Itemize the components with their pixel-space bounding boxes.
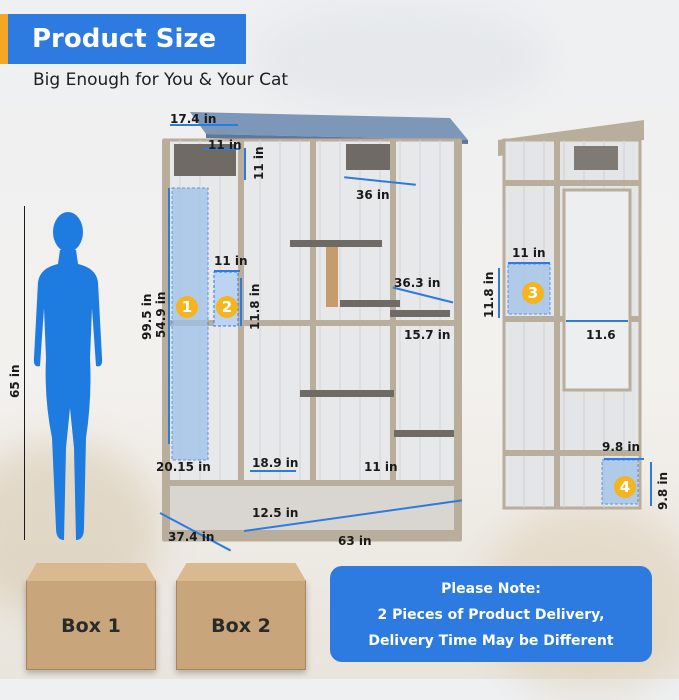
dim-roof-depth: 17.4 in (170, 112, 217, 126)
dim-width: 63 in (338, 534, 372, 548)
dim-base-height: 12.5 in (252, 506, 299, 520)
dim-side-window: 11.6 (586, 328, 616, 342)
box-2-label: Box 2 (211, 615, 271, 637)
dim-shelf-length: 36.3 in (394, 276, 441, 290)
dim-shelf-bottom: 18.9 in (252, 456, 299, 470)
badge-3: 3 (522, 282, 544, 304)
page-subtitle: Big Enough for You & Your Cat (33, 70, 289, 90)
page-title: Product Size (32, 24, 217, 54)
shipping-box-2: Box 2 (176, 563, 306, 670)
dim-box-width: 11 in (208, 138, 242, 152)
person-silhouette (33, 212, 103, 540)
badge-4: 4 (614, 476, 636, 498)
dim-box-height: 11 in (252, 146, 266, 180)
shipping-box-1: Box 1 (26, 563, 156, 670)
note-title: Please Note: (441, 581, 541, 597)
dim-step-width: 11 in (364, 460, 398, 474)
dim-small-door-width: 9.8 in (602, 440, 641, 454)
dim-depth: 37.4 in (168, 530, 215, 544)
dim-side-door-width: 11 in (512, 246, 546, 260)
dim-door-tall: 54.9 in (154, 291, 168, 338)
dim-shelf-depth: 15.7 in (404, 328, 451, 342)
dim-height-total: 99.5 in (140, 293, 154, 340)
dim-door-width: 11 in (214, 254, 248, 268)
delivery-note: Please Note: 2 Pieces of Product Deliver… (330, 566, 652, 662)
catio-front-view (162, 112, 468, 542)
person-height-label: 65 in (8, 364, 22, 398)
note-line-1: 2 Pieces of Product Delivery, (377, 607, 605, 623)
dim-door-height: 11.8 in (248, 283, 262, 330)
badge-2: 2 (216, 296, 238, 318)
catio-side-view (498, 120, 644, 510)
badge-1: 1 (176, 296, 198, 318)
note-line-2: Delivery Time May be Different (368, 633, 614, 649)
title-badge (0, 14, 246, 64)
dim-ledge-width: 36 in (356, 188, 390, 202)
dim-base-depth: 20.15 in (156, 460, 211, 474)
box-1-label: Box 1 (61, 615, 121, 637)
dim-side-door-height: 11.8 in (482, 271, 496, 318)
dim-small-door-height: 9.8 in (656, 471, 670, 510)
